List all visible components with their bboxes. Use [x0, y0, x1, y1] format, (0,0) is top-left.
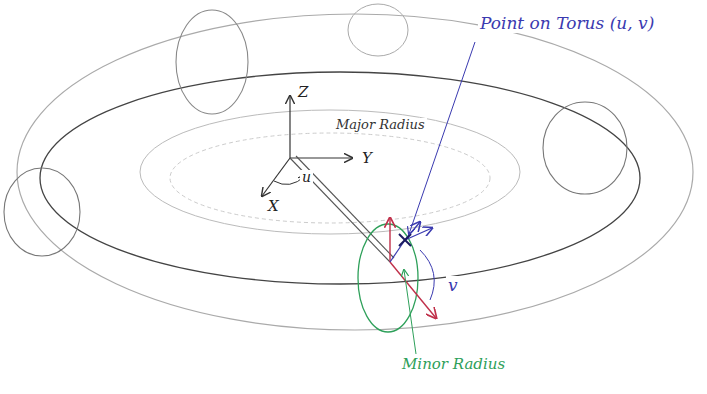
axis-label: X [266, 198, 281, 215]
angle-label: u [300, 170, 313, 185]
axis-label: Y [360, 150, 374, 167]
point-label: Point on Torus (u, v) [478, 14, 656, 33]
angle-label: v [446, 276, 460, 295]
axis-label: Z [296, 84, 310, 101]
radius-label: Major Radius [334, 118, 427, 132]
radius-label: Minor Radius [400, 356, 507, 373]
